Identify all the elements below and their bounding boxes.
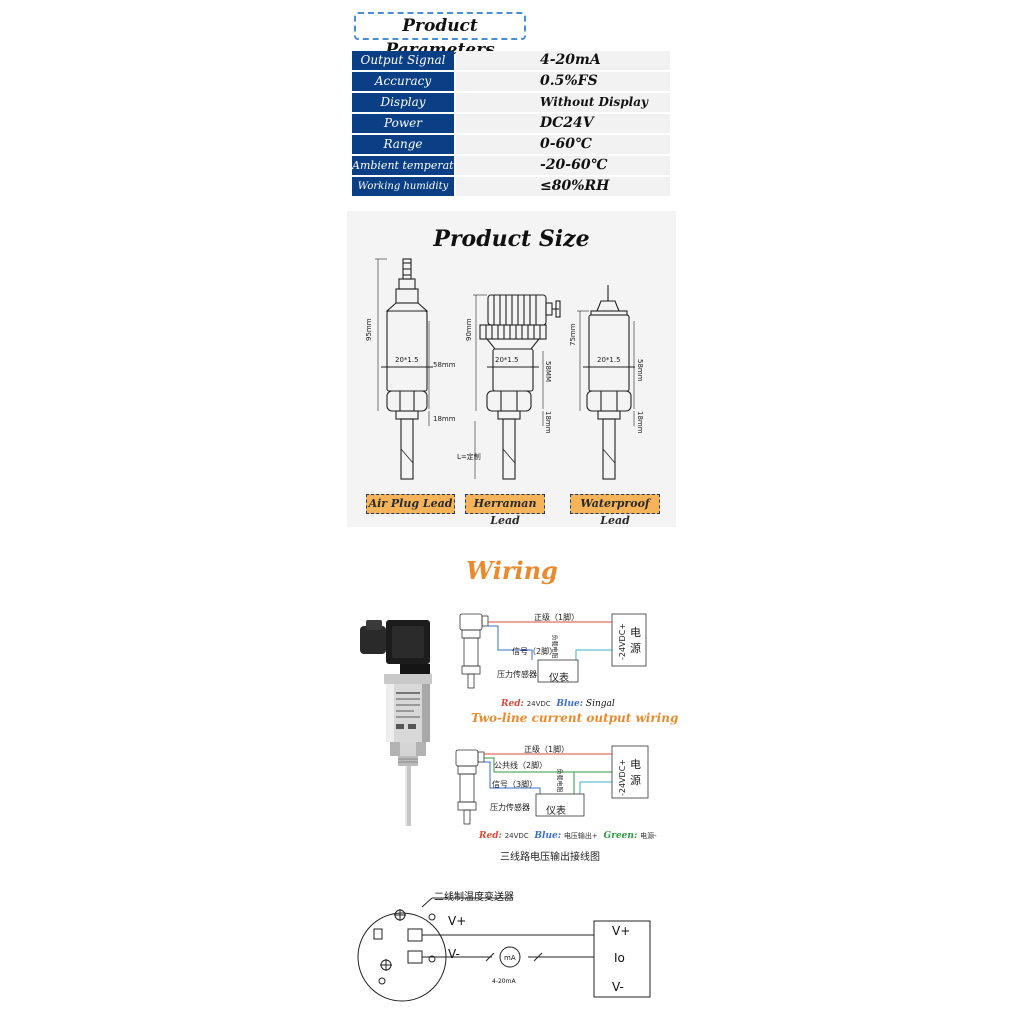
three-line-diagram bbox=[455, 745, 649, 825]
meter-label: mA bbox=[504, 954, 516, 962]
three-line-supply-label: -24VDC+ bbox=[618, 759, 627, 796]
size-title: Product Size bbox=[433, 226, 590, 252]
three-line-legend: Red: 24VDC Blue: 电压输出+ Green: 电源- bbox=[479, 831, 657, 841]
waterproof-lead-label: Waterproof Lead bbox=[570, 494, 660, 527]
herraman-thread-label: 20*1.5 bbox=[495, 356, 519, 364]
legend-red-value: 24VDC bbox=[526, 700, 551, 708]
param-label: Ambient temperature bbox=[352, 156, 454, 175]
waterproof-body-label: 58mm bbox=[636, 359, 644, 382]
legend-blue-value: Singal bbox=[585, 699, 615, 709]
waterproof-drawing bbox=[577, 285, 635, 480]
herraman-bottom-label: 18mm bbox=[544, 411, 552, 434]
v-plus-label: V+ bbox=[448, 914, 466, 928]
legend-red: Red: bbox=[479, 831, 502, 841]
box-io-label: Io bbox=[614, 951, 625, 965]
param-label: Display bbox=[352, 93, 454, 112]
param-value: 4-20mA bbox=[456, 51, 670, 70]
param-label: Working humidity bbox=[352, 177, 454, 196]
herraman-height-label: 90mm bbox=[465, 318, 473, 341]
size-drawings: 95mm 20*1.5 58mm 18mm 90mm 20*1.5 58MM 1… bbox=[365, 258, 644, 480]
herraman-body-label: 58MM bbox=[544, 361, 552, 382]
legend-red-value: 24VDC bbox=[504, 832, 529, 840]
legend-green: Green: bbox=[603, 831, 638, 841]
box-v-minus-label: V- bbox=[612, 980, 624, 994]
two-line-subtitle: Two-line current output wiring bbox=[471, 711, 679, 725]
air-plug-lead-label: Air Plug Lead bbox=[366, 494, 455, 514]
two-line-positive-label: 正级（1脚） bbox=[534, 613, 580, 622]
three-line-supply-cn-1: 电 bbox=[630, 758, 641, 771]
two-line-sensor-label: 压力传感器 bbox=[497, 670, 537, 679]
param-row-range: Range 0-60℃ bbox=[352, 135, 670, 154]
legend-blue-value: 电压输出+ bbox=[563, 832, 598, 840]
two-line-resistor-label: 负载电阻 bbox=[550, 634, 558, 659]
param-value: -20-60℃ bbox=[456, 156, 670, 175]
param-row-ambient-temperature: Ambient temperature -20-60℃ bbox=[352, 156, 670, 175]
waterproof-height-label: 75mm bbox=[569, 323, 577, 346]
param-label: Output Signal bbox=[352, 51, 454, 70]
parameters-title: Product Parameters bbox=[354, 12, 526, 60]
waterproof-bottom-label: 18mm bbox=[636, 411, 644, 434]
three-line-common-label: 公共线（2脚） bbox=[494, 761, 548, 770]
param-row-accuracy: Accuracy 0.5%FS bbox=[352, 72, 670, 91]
legend-green-value: 电源- bbox=[640, 832, 657, 840]
legend-red: Red: bbox=[501, 699, 524, 709]
three-line-sensor-label: 压力传感器 bbox=[490, 803, 530, 812]
legend-blue: Blue: bbox=[556, 699, 584, 709]
param-row-display: Display Without Display bbox=[352, 93, 670, 112]
air-plug-bottom-label: 18mm bbox=[433, 415, 456, 423]
three-line-subtitle: 三线路电压输出接线图 bbox=[500, 852, 600, 863]
three-line-positive-label: 正级（1脚） bbox=[524, 745, 570, 754]
air-plug-body-label: 58mm bbox=[433, 361, 456, 369]
two-line-supply-cn-2: 源 bbox=[630, 642, 641, 655]
param-label: Range bbox=[352, 135, 454, 154]
param-value: DC24V bbox=[456, 114, 670, 133]
waterproof-thread-label: 20*1.5 bbox=[597, 356, 621, 364]
two-line-meter-label: 仪表 bbox=[549, 673, 569, 684]
air-plug-thread-label: 20*1.5 bbox=[395, 356, 419, 364]
size-panel bbox=[347, 211, 676, 527]
param-row-power: Power DC24V bbox=[352, 114, 670, 133]
air-plug-height-label: 95mm bbox=[365, 318, 373, 341]
two-line-legend: Red: 24VDC Blue: Singal bbox=[501, 699, 615, 709]
current-label: 4-20mA bbox=[492, 978, 516, 985]
v-minus-label: V- bbox=[448, 947, 460, 961]
three-line-supply-cn-2: 源 bbox=[630, 774, 641, 787]
two-line-diagram bbox=[459, 613, 647, 689]
herraman-lead-label: Herraman Lead bbox=[465, 494, 545, 527]
three-line-meter-label: 仪表 bbox=[546, 806, 566, 817]
param-value: ≤80%RH bbox=[456, 177, 670, 196]
param-row-working-humidity: Working humidity ≤80%RH bbox=[352, 177, 670, 196]
herraman-drawing bbox=[473, 294, 561, 480]
air-plug-drawing bbox=[375, 258, 433, 480]
transmitter-diagram: mA 4-20mA V+ V- V+ Io V- bbox=[357, 897, 651, 1002]
param-value: Without Display bbox=[456, 93, 670, 112]
param-row-output-signal: Output Signal 4-20mA bbox=[352, 51, 670, 70]
transmitter-photo bbox=[360, 620, 432, 826]
legend-blue: Blue: bbox=[534, 831, 562, 841]
param-value: 0-60℃ bbox=[456, 135, 670, 154]
wiring-title: Wiring bbox=[466, 556, 558, 585]
box-v-plus-label: V+ bbox=[612, 924, 630, 938]
herraman-length-label: L=定制 bbox=[457, 452, 481, 461]
param-label: Accuracy bbox=[352, 72, 454, 91]
two-line-supply-label: -24VDC+ bbox=[618, 623, 627, 660]
three-line-resistor-label: 负载电阻 bbox=[555, 768, 563, 793]
two-line-supply-cn-1: 电 bbox=[630, 626, 641, 639]
param-value: 0.5%FS bbox=[456, 72, 670, 91]
three-line-signal-label: 信号（3脚） bbox=[492, 780, 538, 789]
param-label: Power bbox=[352, 114, 454, 133]
two-line-signal-label: 信号（2脚） bbox=[512, 647, 558, 656]
